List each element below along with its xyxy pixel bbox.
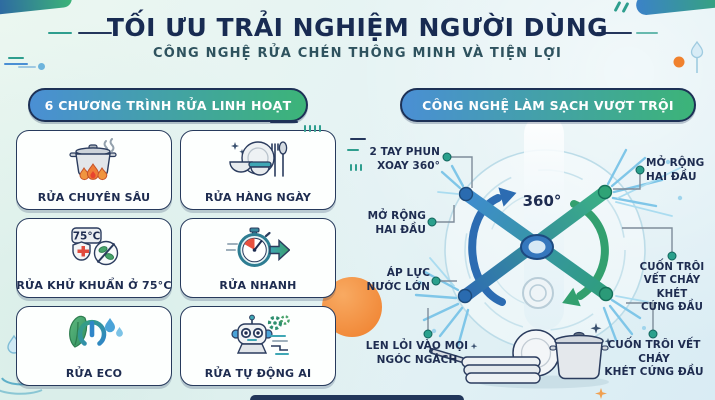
callout-spray-arms: 2 TAY PHUN XOAY 360°: [369, 146, 440, 172]
tick-marks-decoration: [304, 117, 324, 136]
callout-water-pressure: ÁP LỰC NƯỚC LỚN: [366, 267, 430, 293]
callout-extend-right: MỞ RỘNG HAI ĐẦU: [646, 157, 705, 183]
slash-decoration: [613, 0, 622, 13]
callout-burnt-stains-right: CUỐN TRÔI VẾT CHÁY KHÉT CỨNG ĐẦU: [639, 262, 705, 313]
card-label: RỬA KHỬ KHUẨN Ở 75°C: [16, 279, 172, 292]
callout-burnt-stains-bottom: CUỐN TRÔI VẾT CHÁY KHÉT CỨNG ĐẦU: [604, 339, 704, 379]
page-subtitle: CÔNG NGHỆ RỬA CHÉN THÔNG MINH VÀ TIỆN LỢ…: [152, 46, 563, 61]
callout-extend-left: MỞ RỘNG HAI ĐẦU: [367, 210, 426, 236]
edge-line-decoration: [8, 57, 24, 59]
card-ai-auto-wash: RỬA TỰ ĐỘNG AI: [180, 306, 336, 386]
spray-arms: [457, 184, 614, 304]
droplet-pin-decoration: [673, 40, 704, 73]
callout-connectors: [423, 152, 677, 339]
card-deep-wash: RỬA CHUYÊN SÂU: [16, 130, 172, 210]
slash-decoration: [621, 1, 630, 14]
card-label: RỬA CHUYÊN SÂU: [37, 191, 151, 204]
dot-decoration: [38, 63, 45, 70]
card-label: RỬA TỰ ĐỘNG AI: [204, 367, 312, 380]
program-card-grid: RỬA CHUYÊN SÂU RỬA HÀNG NGÀY: [16, 130, 336, 386]
water-sprays: [414, 148, 683, 348]
page-title: TỐI ƯU TRẢI NGHIỆM NGƯỜI DÙNG: [106, 13, 609, 42]
card-label: RỬA HÀNG NGÀY: [204, 191, 312, 204]
ai-robot-icon: [181, 307, 335, 367]
sparkle-decoration: [595, 388, 607, 399]
stopwatch-arrow-icon: [181, 219, 335, 279]
callout-reach-corners: LEN LỎI VÀO MỌI NGÓC NGÁCH: [365, 340, 469, 366]
spray-arm-diagram: [414, 114, 683, 389]
title-accent-line: [596, 32, 632, 34]
eco-leaf-power-icon: [17, 307, 171, 367]
card-sanitize-wash: 75°C RỬA KHỬ KHUẨN Ở 75°C: [16, 218, 172, 298]
card-quick-wash: RỬA NHANH: [180, 218, 336, 298]
clean-dishes: [429, 323, 612, 389]
card-label: RỬA NHANH: [219, 279, 297, 292]
card-label: RỬA ECO: [65, 367, 123, 380]
sanitize-shield-icon: 75°C: [17, 219, 171, 279]
edge-line-decoration: [18, 66, 36, 68]
card-daily-wash: RỬA HÀNG NGÀY: [180, 130, 336, 210]
circuit-line-decoration: [270, 121, 298, 123]
cooking-pot-icon: [17, 131, 171, 191]
title-accent-line: [48, 32, 72, 34]
circuit-line-decoration: [350, 138, 366, 140]
tick-marks-decoration: [350, 156, 365, 175]
title-accent-line: [636, 32, 658, 34]
right-section-badge: CÔNG NGHỆ LÀM SẠCH VƯỢT TRỘI: [400, 88, 696, 122]
dishes-icon: [181, 131, 335, 191]
title-accent-line: [78, 32, 112, 34]
rotation-degree-label: 360°: [522, 192, 562, 210]
card-eco-wash: RỬA ECO: [16, 306, 172, 386]
left-section-badge: 6 CHƯƠNG TRÌNH RỬA LINH HOẠT: [28, 88, 308, 122]
circuit-line-decoration: [347, 149, 359, 151]
bottom-bar-decoration: [250, 395, 464, 400]
temp-badge-text: 75°C: [73, 231, 101, 243]
edge-line-decoration: [4, 63, 28, 65]
